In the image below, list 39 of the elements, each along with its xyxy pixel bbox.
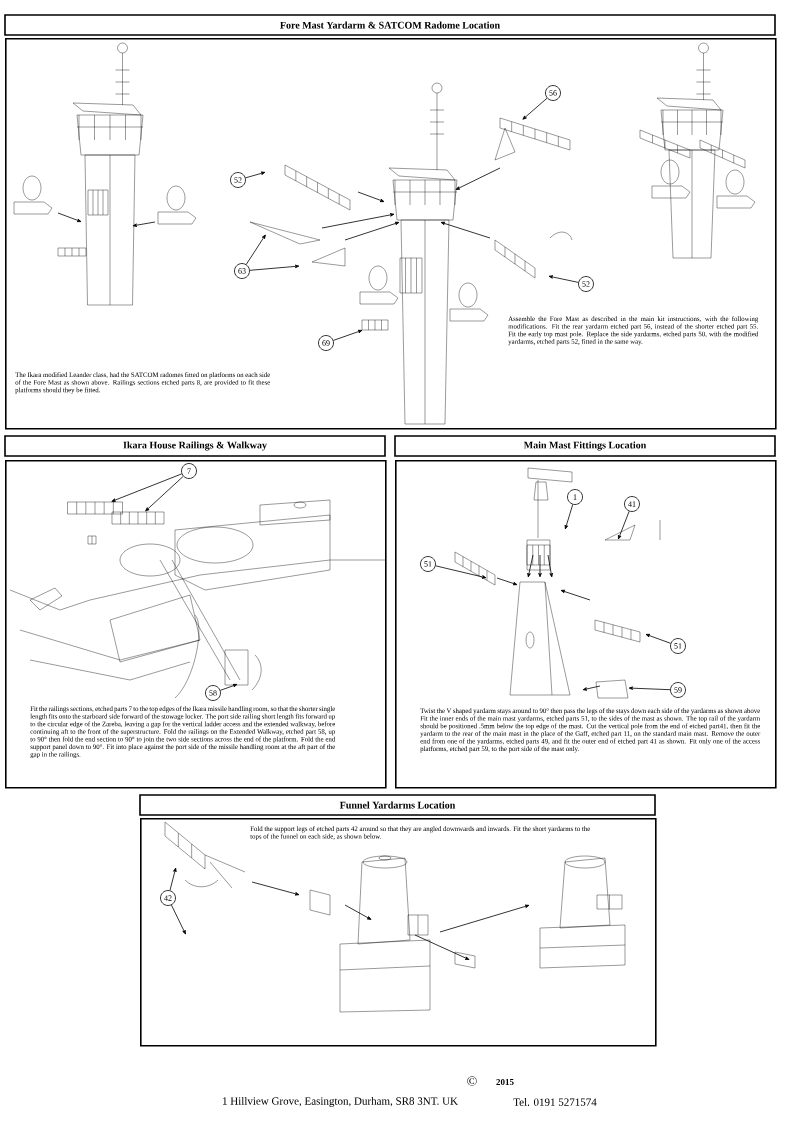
leader-line: [333, 329, 363, 341]
year-text: 2015: [496, 1078, 514, 1086]
leader-line: [628, 686, 671, 691]
callout-number: 52: [578, 276, 594, 292]
railing-drawing: [67, 501, 123, 515]
callout-number: 41: [624, 496, 640, 512]
leader-line: [245, 234, 266, 265]
copyright-symbol: ©: [467, 1076, 477, 1086]
leader-line: [145, 475, 184, 512]
section-heading: Ikara House Railings & Walkway: [4, 435, 386, 457]
leader-line: [645, 633, 671, 644]
callout-number: 56: [545, 85, 561, 101]
callout-number: 58: [205, 685, 221, 701]
callout-number: 69: [318, 335, 334, 351]
leader-line: [245, 171, 266, 179]
callout-number: 52: [230, 172, 246, 188]
callout-number: 63: [234, 263, 250, 279]
leader-line: [435, 565, 487, 579]
leader-line: [522, 97, 548, 120]
address-text: 1 Hillview Grove, Easington, Durham, SR8 3NT. UK: [223, 1097, 458, 1107]
leader-line: [618, 510, 630, 540]
callout-number: 1: [567, 489, 583, 505]
leader-line: [220, 683, 238, 691]
leader-line: [169, 867, 177, 891]
railing-drawing: [111, 511, 165, 525]
phone-text: Tel. 0191 5271574: [513, 1098, 597, 1106]
callout-number: 51: [420, 556, 436, 572]
callout-number: 42: [160, 890, 176, 906]
section-heading: Main Mast Fittings Location: [394, 435, 776, 457]
callout-number: 7: [181, 463, 197, 479]
callout-number: 59: [670, 682, 686, 698]
leader-line: [111, 473, 183, 502]
leader-line: [564, 504, 574, 530]
leader-line: [249, 264, 300, 271]
leader-line: [171, 904, 186, 935]
section-heading: Fore Mast Yardarm & SATCOM Radome Location: [4, 14, 776, 36]
callout-number: 51: [670, 638, 686, 654]
leader-line: [548, 275, 579, 283]
section-heading: Funnel Yardarms Location: [139, 794, 656, 816]
